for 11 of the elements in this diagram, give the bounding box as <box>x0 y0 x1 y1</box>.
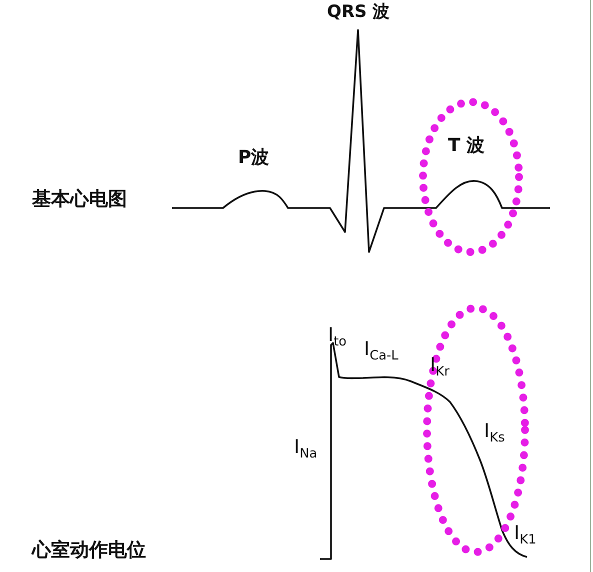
current-label: I$_{Na}$ <box>294 438 318 462</box>
wave-label: QRS 波 <box>327 3 390 23</box>
wave-label: P波 <box>238 148 270 169</box>
current-label: I$_{Ks}$ <box>484 422 505 446</box>
trace-label: 心室动作电位 <box>32 540 146 562</box>
trace-label: 基本心电图 <box>32 189 127 211</box>
current-label: I$_{K1}$ <box>514 524 536 548</box>
current-label: I$_{Kr}$ <box>430 356 450 380</box>
current-label: I$_{to}$ <box>328 326 347 350</box>
wave-label: T 波 <box>448 136 485 157</box>
current-label: I$_{Ca-L}$ <box>364 340 398 364</box>
